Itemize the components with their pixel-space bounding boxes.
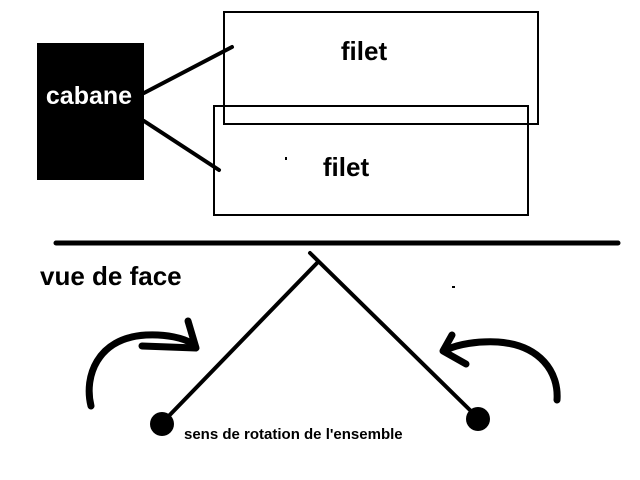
right-weight-ball [466,407,490,431]
front-view: vue de face sens de rotation de l'ensemb… [40,157,561,443]
net-upper-label: filet [341,36,388,66]
curved-arrow-left-icon [439,331,561,404]
stray-mark [285,157,287,160]
left-arrow-head [138,317,200,352]
net-lower-frame [213,105,529,216]
rotation-caption: sens de rotation de l'ensemble [184,426,403,443]
rope-to-lower-net [142,119,221,172]
front-view-title: vue de face [40,261,182,291]
hut-block [37,43,144,180]
right-arrow-head [439,331,470,368]
left-weight-ball [150,412,174,436]
rope-to-upper-net [142,45,234,95]
top-view: cabane filet filet [37,11,539,216]
right-arrow-shaft [442,338,561,404]
curved-arrow-right-icon [85,317,200,410]
net-upper: filet [223,11,539,125]
left-arrow-shaft [85,331,197,410]
stray-mark [452,286,455,288]
hut-label: cabane [46,82,132,110]
net-upper-frame [223,11,539,125]
hut: cabane [37,43,144,180]
net-lower: filet [213,105,529,216]
right-arm [308,251,479,419]
net-lower-label: filet [323,152,370,182]
left-arm [160,260,320,425]
